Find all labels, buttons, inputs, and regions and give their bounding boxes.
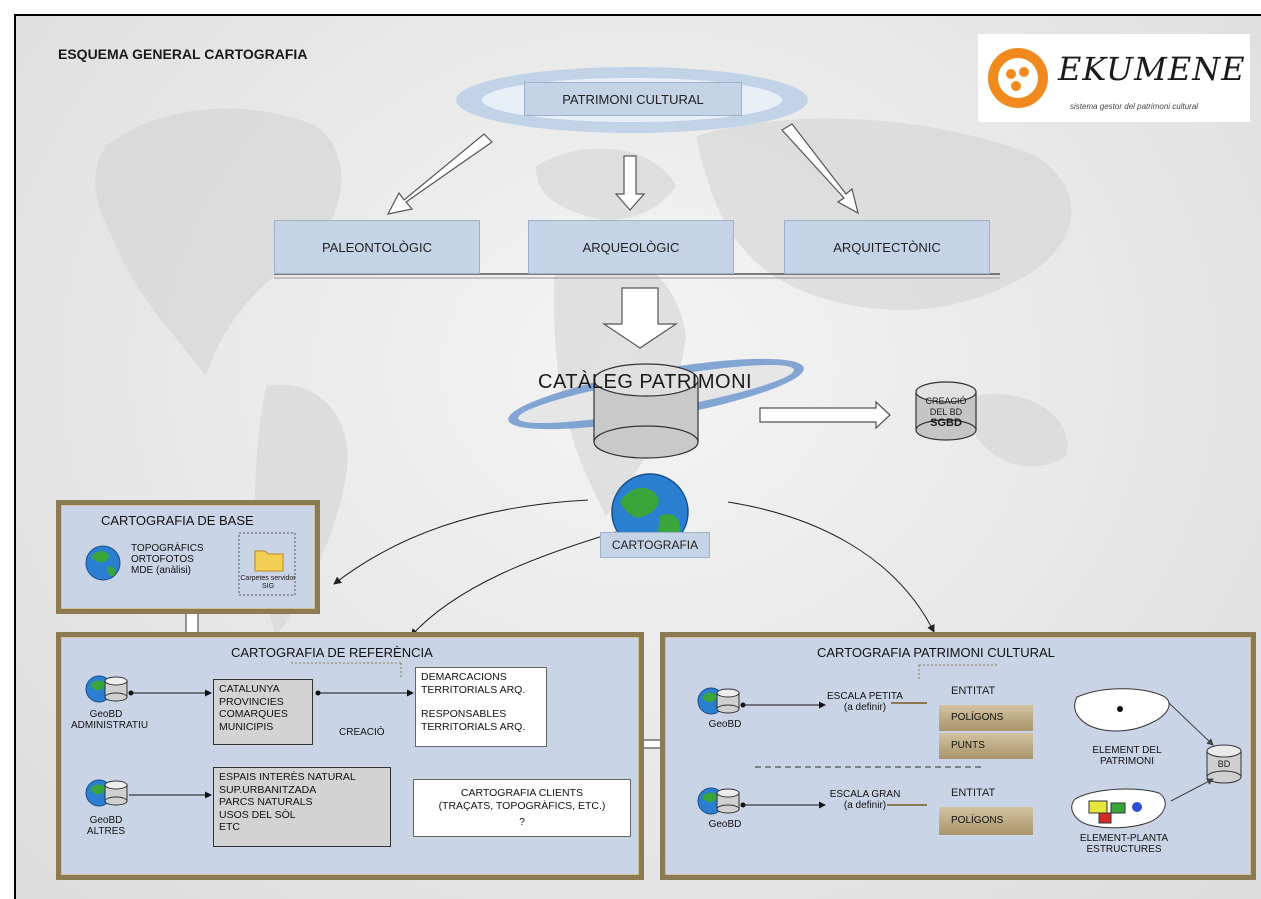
diagram-slide: ESQUEMA GENERAL CARTOGRAFIA EKUMENE sist… (14, 14, 1261, 899)
escala-label: ESCALA GRAN (829, 789, 901, 800)
category-arquitectonic: ARQUITECTÒNIC (784, 220, 990, 274)
admin-item: CATALUNYA (219, 683, 280, 695)
sgbd-line3: SGBD (930, 417, 962, 429)
escala-sublabel: (a definir) (843, 702, 887, 713)
element-planta-line: ELEMENT-PLANTA (1079, 833, 1169, 844)
panel-cartografia-patrimoni: CARTOGRAFIA PATRIMONI CULTURAL (660, 632, 1256, 880)
creacio-label: CREACIÓ (339, 727, 385, 738)
clients-line: (TRAÇATS, TOPOGRÀFICS, ETC.) (438, 799, 606, 812)
panel-title: CARTOGRAFIA DE REFERÈNCIA (231, 645, 433, 660)
panel-title: CARTOGRAFIA PATRIMONI CULTURAL (817, 645, 1055, 660)
folder-label: Carpetes servidor SIG (240, 575, 296, 590)
poligons-box-bottom: POLÍGONS (939, 807, 1033, 835)
sgbd-line2: DEL BD (929, 407, 963, 417)
admin-items-box: CATALUNYA PROVINCIES COMARQUES MUNICIPIS (213, 679, 313, 745)
altres-item: ETC (219, 821, 240, 833)
base-item: TOPOGRÀFICS (131, 543, 204, 554)
element-planta-label: ELEMENT-PLANTA ESTRUCTURES (1069, 833, 1179, 855)
entitat-label-top: ENTITAT (951, 685, 996, 697)
element-patrimoni-label: ELEMENT DEL PATRIMONI (1077, 745, 1177, 767)
bd-label: BD (1217, 759, 1231, 769)
punts-box: PUNTS (939, 733, 1033, 759)
category-label: PALEONTOLÒGIC (321, 239, 433, 255)
clients-line: CARTOGRAFIA CLIENTS (460, 787, 584, 799)
altres-items-box: ESPAIS INTERÈS NATURAL SUP.URBANITZADA P… (213, 767, 391, 847)
category-label: ARQUITECTÒNIC (833, 239, 941, 255)
entitat-label-bottom: ENTITAT (951, 787, 996, 799)
geobd-altres: GeoBD ALTRES (71, 815, 141, 837)
admin-item: COMARQUES (219, 708, 288, 720)
element-planta-line: ESTRUCTURES (1086, 844, 1162, 855)
altres-item: SUP.URBANITZADA (219, 783, 317, 796)
geobd-label: GeoBD (89, 709, 123, 720)
base-items: TOPOGRÀFICS ORTOFOTOS MDE (anàlisi) (131, 543, 204, 576)
escala-petita: ESCALA PETITA (a definir) (825, 691, 905, 713)
base-item: MDE (anàlisi) (131, 565, 192, 576)
altres-item: ESPAIS INTERÈS NATURAL (219, 771, 356, 783)
page-title: ESQUEMA GENERAL CARTOGRAFIA (58, 46, 308, 62)
geobd-sublabel: ALTRES (86, 826, 126, 837)
element-line: ELEMENT DEL (1092, 745, 1162, 756)
clients-box: CARTOGRAFIA CLIENTS (TRAÇATS, TOPOGRÀFIC… (413, 779, 631, 837)
geobd-label: GeoBD (89, 815, 123, 826)
demarcacions-line: TERRITORIALS ARQ. (421, 683, 526, 696)
geobd-administratiu: GeoBD ADMINISTRATIU (71, 709, 149, 731)
category-paleontologic: PALEONTOLÒGIC (274, 220, 480, 274)
admin-item: PROVINCIES (219, 695, 284, 708)
geobd-sublabel: ADMINISTRATIU (71, 720, 149, 731)
demarcacions-box: DEMARCACIONS TERRITORIALS ARQ. RESPONSAB… (415, 667, 547, 747)
panel-cartografia-referencia: CARTOGRAFIA DE REFERÈNCIA (56, 632, 644, 880)
sgbd-node: CREACIÓ DEL BD SGBD (918, 396, 974, 429)
root-node: PATRIMONI CULTURAL (524, 82, 742, 116)
demarcacions-line: DEMARCACIONS (421, 671, 507, 683)
sgbd-line1: CREACIÓ (925, 396, 967, 406)
cartografia-label: CARTOGRAFIA (611, 538, 699, 552)
base-item: ORTOFOTOS (131, 554, 194, 565)
ekumene-logo: EKUMENE sistema gestor del patrimoni cul… (978, 34, 1250, 122)
panel-title: CARTOGRAFIA DE BASE (101, 513, 254, 528)
cartografia-node: CARTOGRAFIA (600, 532, 710, 558)
poligons-box-top: POLÍGONS (939, 705, 1033, 731)
responsables-line: TERRITORIALS ARQ. (421, 720, 526, 733)
logo-name: EKUMENE (1058, 50, 1246, 88)
geobd-bottom-label: GeoBD (708, 819, 742, 830)
responsables-line: RESPONSABLES (421, 708, 507, 720)
category-arqueologic: ARQUEOLÒGIC (528, 220, 734, 274)
root-label: PATRIMONI CULTURAL (562, 91, 704, 107)
admin-item: MUNICIPIS (219, 720, 274, 733)
clients-question: ? (519, 816, 525, 828)
escala-gran: ESCALA GRAN (a definir) (825, 789, 905, 811)
catalog-label: CATÀLEG PATRIMONI (538, 371, 753, 393)
category-label: ARQUEOLÒGIC (582, 239, 680, 255)
altres-item: PARCS NATURALS (219, 796, 313, 808)
geobd-top-label: GeoBD (708, 719, 742, 730)
escala-sublabel: (a definir) (843, 800, 887, 811)
element-line: PATRIMONI (1099, 756, 1155, 767)
escala-label: ESCALA PETITA (827, 691, 903, 702)
altres-item: USOS DEL SÒL (219, 808, 296, 821)
logo-tagline: sistema gestor del patrimoni cultural (1070, 102, 1199, 111)
panel-cartografia-base: CARTOGRAFIA DE BASE TOPOGRÀFICS ORTOFOTO… (56, 500, 320, 614)
